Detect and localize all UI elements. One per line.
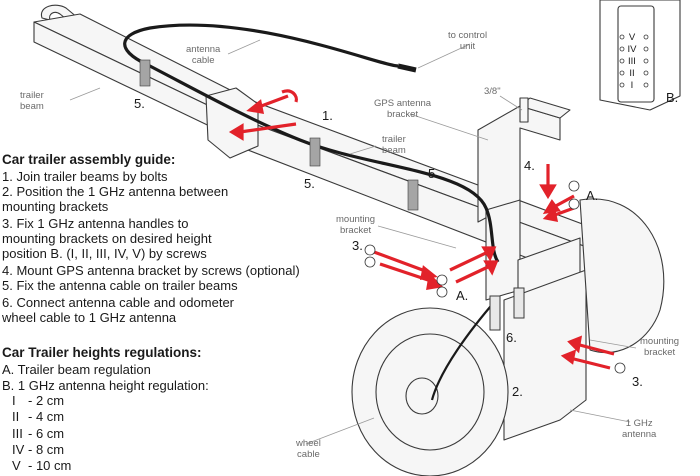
height-level-III: III <box>12 426 23 441</box>
callout-5-right: 5. <box>428 166 439 181</box>
height-level-I: I <box>12 393 16 408</box>
control-unit-label: to control unit <box>448 30 488 52</box>
beam-joint-bracket <box>205 87 259 159</box>
height-level-V: V <box>12 458 21 473</box>
gps-bracket-label: GPS antenna bracket <box>374 98 432 120</box>
callout-3-left: 3. <box>352 238 363 253</box>
callout-4: 4. <box>524 158 535 173</box>
height-level-label: II <box>12 409 20 424</box>
cable-strap <box>139 59 151 87</box>
wheel-cable <box>430 299 497 401</box>
gps-bolt <box>519 97 529 123</box>
antenna-cable <box>123 23 500 263</box>
trailer-beam-label-mid: trailer beam <box>382 134 406 156</box>
connector-right <box>513 287 525 319</box>
height-value-V: - 10 cm <box>28 458 72 473</box>
callout-5-mid: 5. <box>304 176 315 191</box>
guide-step-5-text: 5. Fix the antenna cable on trailer beam… <box>2 278 238 293</box>
bolt-size-label: 3/8" <box>484 86 501 97</box>
height-value-IV: - 8 cm <box>28 442 65 457</box>
callout-A-right: A. <box>586 188 599 203</box>
callout-2: 2. <box>512 384 523 399</box>
guide-step-2-text: 2. Position the 1 GHz antenna between mo… <box>2 184 229 214</box>
guide-step-1: 1. Join trailer beams by bolts <box>2 169 167 184</box>
height-level-II: II <box>12 409 19 424</box>
height-level-label: III <box>12 426 23 441</box>
guide-step-6-text: 6. Connect antenna cable and odometer wh… <box>2 295 235 325</box>
callout-5-left: 5. <box>134 96 145 111</box>
trailer-beam-label-left: trailer beam <box>20 90 44 112</box>
scale-level-V: V <box>629 32 636 43</box>
callout-B: B. <box>666 90 679 105</box>
scale-level-I: I <box>631 80 634 91</box>
height-value-II: - 4 cm <box>28 409 65 424</box>
guide-step-3-text: 3. Fix 1 GHz antenna handles to mounting… <box>2 216 212 261</box>
callout-1: 1. <box>322 108 333 123</box>
height-level-IV: IV <box>12 442 24 457</box>
mounting-bracket-label-left: mounting bracket <box>336 214 376 236</box>
callout-A-mid: A. <box>456 288 469 303</box>
regulation-item-A: A. Trailer beam regulation <box>2 362 151 377</box>
height-level-label: V <box>12 458 21 473</box>
cable-strap <box>309 137 321 167</box>
callout-6: 6. <box>506 330 517 345</box>
antenna-1ghz-label: 1 GHz antenna <box>622 418 657 440</box>
antenna-cable-label: antenna cable <box>186 44 221 66</box>
assembly-guide-title: Car trailer assembly guide: <box>2 152 176 167</box>
connector-left <box>489 295 501 331</box>
regulation-item-B: B. 1 GHz antenna height regulation: <box>2 378 209 393</box>
scale-level-IV: IV <box>628 44 638 55</box>
height-level-label: IV <box>12 442 25 457</box>
guide-step-6: 6. Connect antenna cable and odometer wh… <box>2 295 234 325</box>
height-value-I: - 2 cm <box>28 393 65 408</box>
callout-3-right: 3. <box>632 374 643 389</box>
wheel-cable-label: wheel cable <box>296 438 321 460</box>
height-level-label: I <box>12 393 16 408</box>
scale-level-III: III <box>628 56 636 67</box>
mounting-bracket-label-right: mounting bracket <box>640 336 680 358</box>
guide-step-3: 3. Fix 1 GHz antenna handles to mounting… <box>2 216 212 261</box>
guide-step-4: 4. Mount GPS antenna bracket by screws (… <box>2 263 300 278</box>
guide-step-4-text: 4. Mount GPS antenna bracket by screws (… <box>2 263 300 278</box>
guide-step-2: 2. Position the 1 GHz antenna between mo… <box>2 184 228 214</box>
guide-step-1-text: 1. Join trailer beams by bolts <box>2 169 168 184</box>
scale-level-II: II <box>629 68 634 79</box>
guide-step-5: 5. Fix the antenna cable on trailer beam… <box>2 278 238 293</box>
height-value-III: - 6 cm <box>28 426 65 441</box>
cable-strap <box>407 179 419 211</box>
regulations-title: Car Trailer heights regulations: <box>2 345 202 360</box>
